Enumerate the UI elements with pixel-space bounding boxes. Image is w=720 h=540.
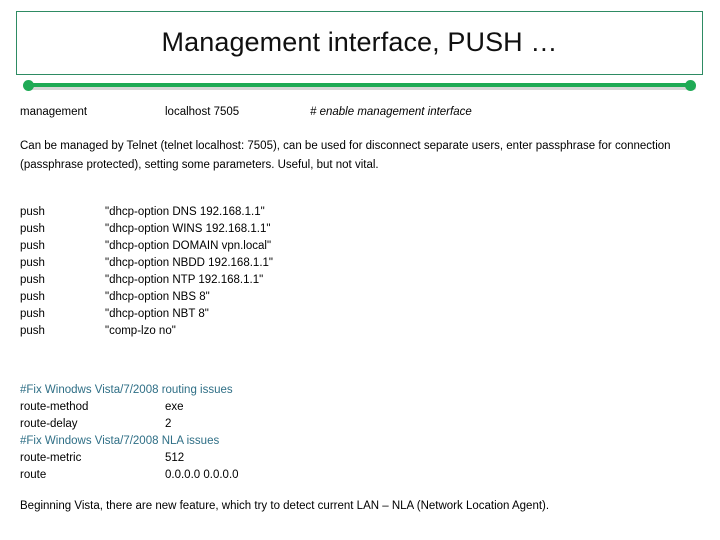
config-directive: route-metric	[20, 452, 82, 464]
config-row-route-delay: route-delay 2	[0, 416, 720, 433]
config-value: 0.0.0.0 0.0.0.0	[165, 469, 239, 481]
config-comment-routing: #Fix Winodws Vista/7/2008 routing issues	[20, 384, 233, 396]
config-comment: # enable management interface	[310, 106, 472, 118]
config-directive: push	[20, 325, 45, 337]
config-row-route-metric: route-metric 512	[0, 450, 720, 467]
config-value: "dhcp-option NBDD 192.168.1.1"	[105, 257, 273, 269]
page-title: Management interface, PUSH …	[161, 27, 558, 58]
config-value: "dhcp-option DNS 192.168.1.1"	[105, 206, 265, 218]
config-row-push-2: push "dhcp-option WINS 192.168.1.1"	[0, 221, 720, 238]
config-value: "dhcp-option WINS 192.168.1.1"	[105, 223, 271, 235]
config-directive: push	[20, 240, 45, 252]
config-value: "dhcp-option NTP 192.168.1.1"	[105, 274, 264, 286]
config-value: 512	[165, 452, 185, 464]
management-note-paragraph: Can be managed by Telnet (telnet localho…	[20, 140, 671, 171]
config-row-management: management localhost 7505 # enable manag…	[0, 104, 720, 121]
config-row-push-8: push "comp-lzo no"	[0, 323, 720, 340]
config-directive: route	[20, 469, 47, 481]
config-directive: route-delay	[20, 418, 78, 430]
config-row-push-7: push "dhcp-option NBT 8"	[0, 306, 720, 323]
config-directive: route-method	[20, 401, 89, 413]
config-row-route: route 0.0.0.0 0.0.0.0	[0, 467, 720, 484]
config-value: "dhcp-option NBT 8"	[105, 308, 209, 320]
config-value: exe	[165, 401, 184, 413]
divider-dot-right-icon	[685, 80, 696, 91]
config-directive: push	[20, 274, 45, 286]
config-row-push-6: push "dhcp-option NBS 8"	[0, 289, 720, 306]
config-value: "dhcp-option DOMAIN vpn.local"	[105, 240, 272, 252]
divider-shadow	[26, 86, 696, 90]
config-value: 2	[165, 418, 172, 430]
config-directive: push	[20, 223, 45, 235]
config-value: "comp-lzo no"	[105, 325, 176, 337]
config-directive: management	[20, 106, 88, 118]
divider-dot-left-icon	[23, 80, 34, 91]
config-comment-nla: #Fix Windows Vista/7/2008 NLA issues	[20, 435, 220, 447]
config-directive: push	[20, 257, 45, 269]
config-row-route-method: route-method exe	[0, 399, 720, 416]
config-row-push-5: push "dhcp-option NTP 192.168.1.1"	[0, 272, 720, 289]
config-directive: push	[20, 291, 45, 303]
config-row-push-1: push "dhcp-option DNS 192.168.1.1"	[0, 204, 720, 221]
config-value: "dhcp-option NBS 8"	[105, 291, 210, 303]
config-directive: push	[20, 206, 45, 218]
divider-bar	[24, 83, 694, 87]
title-box: Management interface, PUSH …	[16, 11, 703, 75]
nla-note-paragraph: Beginning Vista, there are new feature, …	[20, 500, 550, 512]
config-row-push-3: push "dhcp-option DOMAIN vpn.local"	[0, 238, 720, 255]
config-value: localhost 7505	[165, 106, 240, 118]
divider-rule	[23, 80, 696, 92]
config-directive: push	[20, 308, 45, 320]
config-row-push-4: push "dhcp-option NBDD 192.168.1.1"	[0, 255, 720, 272]
